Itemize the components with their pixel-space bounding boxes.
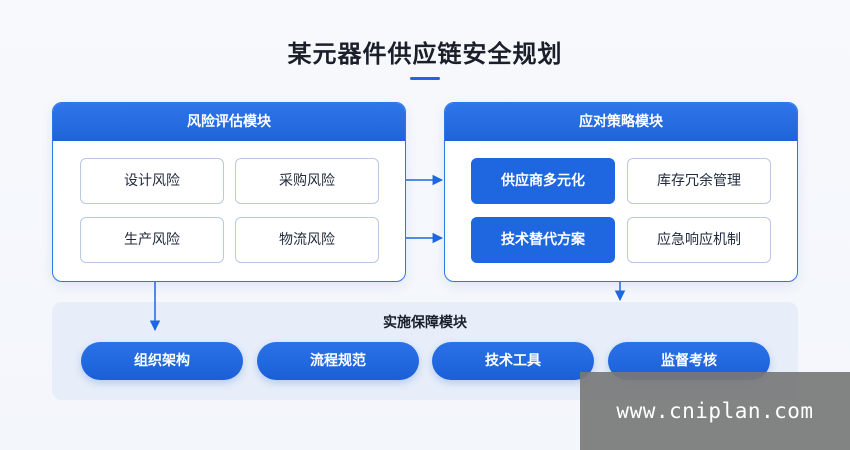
strategy-tech-substitution: 技术替代方案 — [471, 217, 615, 263]
risk-item-design: 设计风险 — [80, 158, 224, 204]
risk-assessment-heading: 风险评估模块 — [53, 103, 405, 141]
risk-item-procurement: 采购风险 — [235, 158, 379, 204]
impl-item-tools: 技术工具 — [432, 342, 594, 380]
strategy-emergency-response: 应急响应机制 — [627, 217, 771, 263]
impl-item-process: 流程规范 — [257, 342, 419, 380]
strategy-supplier-diversification: 供应商多元化 — [471, 158, 615, 204]
implementation-heading: 实施保障模块 — [383, 315, 467, 331]
watermark: www.cniplan.com — [580, 372, 850, 450]
impl-item-organization: 组织架构 — [81, 342, 243, 380]
risk-item-production: 生产风险 — [80, 217, 224, 263]
page-title: 某元器件供应链安全规划 — [287, 40, 563, 68]
risk-item-logistics: 物流风险 — [235, 217, 379, 263]
strategy-inventory-redundancy: 库存冗余管理 — [627, 158, 771, 204]
title-underline — [410, 77, 440, 80]
response-strategy-heading: 应对策略模块 — [445, 103, 797, 141]
